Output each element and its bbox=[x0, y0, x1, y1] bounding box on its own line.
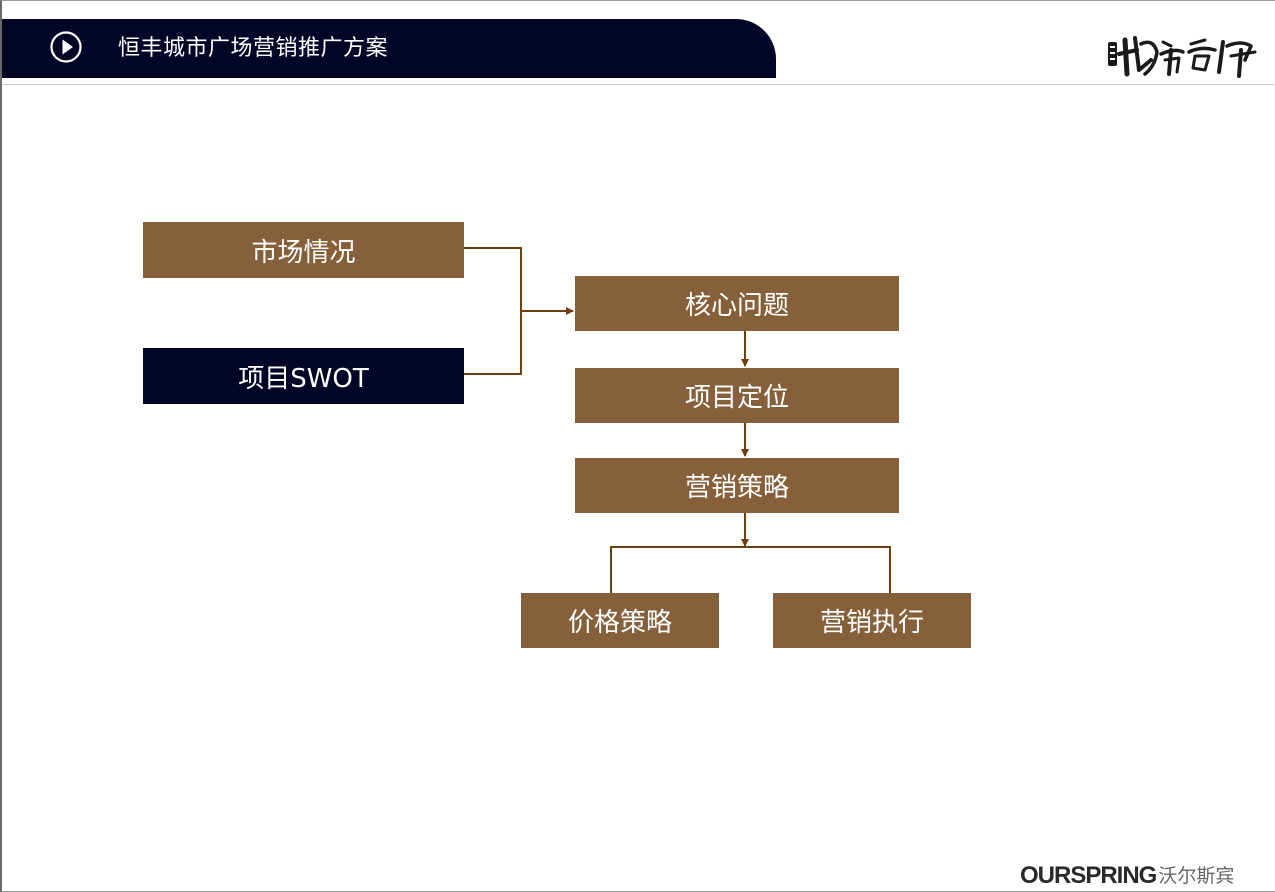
footer-brand-cn: 沃尔斯宾 bbox=[1158, 865, 1235, 887]
node-project-swot: 项目SWOT bbox=[143, 348, 464, 404]
header-bar bbox=[2, 19, 776, 78]
node-marketing-strategy: 营销策略 bbox=[575, 458, 899, 513]
node-marketing-execution: 营销执行 bbox=[773, 593, 971, 648]
header-divider bbox=[2, 84, 1274, 85]
node-price-strategy: 价格策略 bbox=[521, 593, 719, 648]
connector-market bbox=[464, 247, 522, 375]
footer-brand-logo: OURSPRING 沃尔斯宾 bbox=[1020, 855, 1234, 891]
connector-split bbox=[610, 546, 891, 593]
city-marketing-logo bbox=[1108, 36, 1257, 78]
node-core-issue: 核心问题 bbox=[575, 276, 899, 331]
node-market-situation: 市场情况 bbox=[143, 222, 464, 278]
node-project-positioning: 项目定位 bbox=[575, 368, 899, 423]
header-title: 恒丰城市广场营销推广方案 bbox=[118, 36, 389, 61]
footer-brand-en: OURSPRING bbox=[1020, 862, 1157, 889]
play-icon[interactable] bbox=[50, 31, 82, 63]
